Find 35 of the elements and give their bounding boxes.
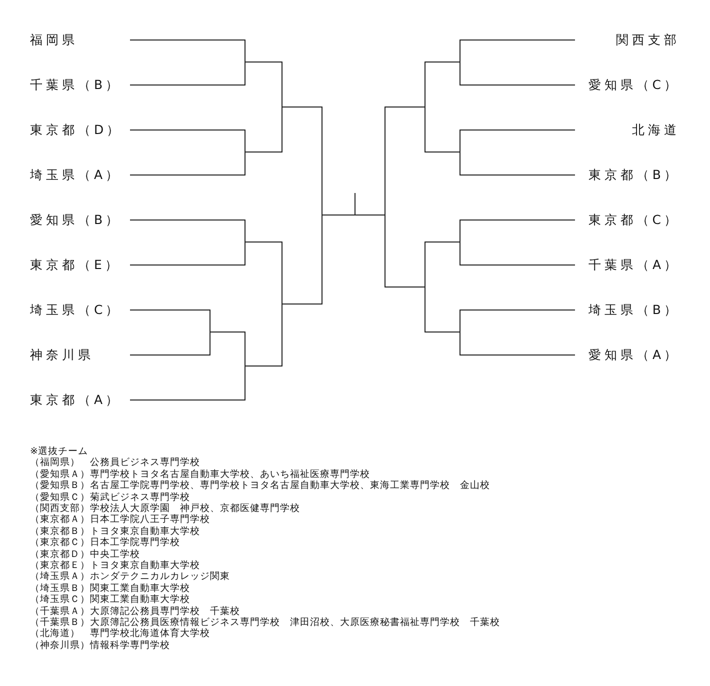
- note-line: （東京都Ｂ）トヨタ東京自動車大学校: [30, 526, 200, 537]
- note-line: （愛知県Ｂ）名古屋工学院専門学校、専門学校トヨタ名古屋自動車大学校、東海工業専門学校 金山校: [30, 480, 490, 492]
- note-line: （愛知県Ｃ）菊武ビジネス専門学校: [30, 492, 190, 503]
- note-line: （福岡県） 公務員ビジネス専門学校: [30, 457, 200, 468]
- team-name: 福岡県: [30, 33, 78, 47]
- team-name: 神奈川県: [30, 348, 94, 362]
- note-line: （東京都Ｅ）トヨタ東京自動車大学校: [30, 560, 200, 571]
- note-line: （関西支部）学校法人大原学園 神戸校、京都医健専門学校: [30, 503, 300, 514]
- note-line: （千葉県Ａ）大原簿記公務員専門学校 千葉校: [30, 606, 240, 617]
- team-name: 埼玉県（A）: [30, 168, 122, 182]
- note-line: （埼玉県Ｃ）関東工業自動車大学校: [30, 594, 190, 606]
- team-name: 東京都（D）: [30, 123, 123, 137]
- team-name: 千葉県（B）: [30, 78, 122, 92]
- team-name: 関西支部: [616, 33, 680, 47]
- note-line: （東京都Ａ）日本工学院八王子専門学校: [30, 514, 210, 526]
- team-name: 愛知県（C）: [588, 78, 680, 92]
- note-line: （東京都Ｄ）中央工学校: [30, 548, 140, 560]
- note-line: （神奈川県）情報科学専門学校: [30, 640, 170, 651]
- note-line: （千葉県Ｂ）大原簿記公務員医療情報ビジネス専門学校 津田沼校、大原医療秘書福祉専門学校 千葉校: [30, 617, 500, 628]
- team-name: 愛知県（A）: [588, 348, 680, 362]
- team-name: 東京都（B）: [588, 168, 680, 182]
- note-line: （東京都Ｃ）日本工学院専門学校: [30, 537, 180, 548]
- team-name: 愛知県（B）: [30, 213, 122, 227]
- note-line: （埼玉県Ａ）ホンダテクニカルカレッジ関東: [30, 571, 230, 582]
- team-name: 埼玉県（B）: [588, 303, 680, 317]
- team-name: 千葉県（A）: [588, 258, 680, 272]
- note-line: （埼玉県Ｂ）関東工業自動車大学校: [30, 582, 190, 594]
- note-line: （愛知県Ａ）専門学校トヨタ名古屋自動車大学校、あいち福祉医療専門学校: [30, 468, 370, 480]
- team-name: 埼玉県（C）: [30, 303, 122, 317]
- team-name: 東京都（E）: [30, 258, 121, 272]
- team-name: 東京都（C）: [588, 213, 680, 227]
- note-heading: ※選抜チーム: [30, 446, 88, 457]
- note-line: （北海道） 専門学校北海道体育大学校: [30, 628, 210, 640]
- team-name: 東京都（A）: [30, 393, 122, 407]
- team-name: 北海道: [632, 123, 680, 137]
